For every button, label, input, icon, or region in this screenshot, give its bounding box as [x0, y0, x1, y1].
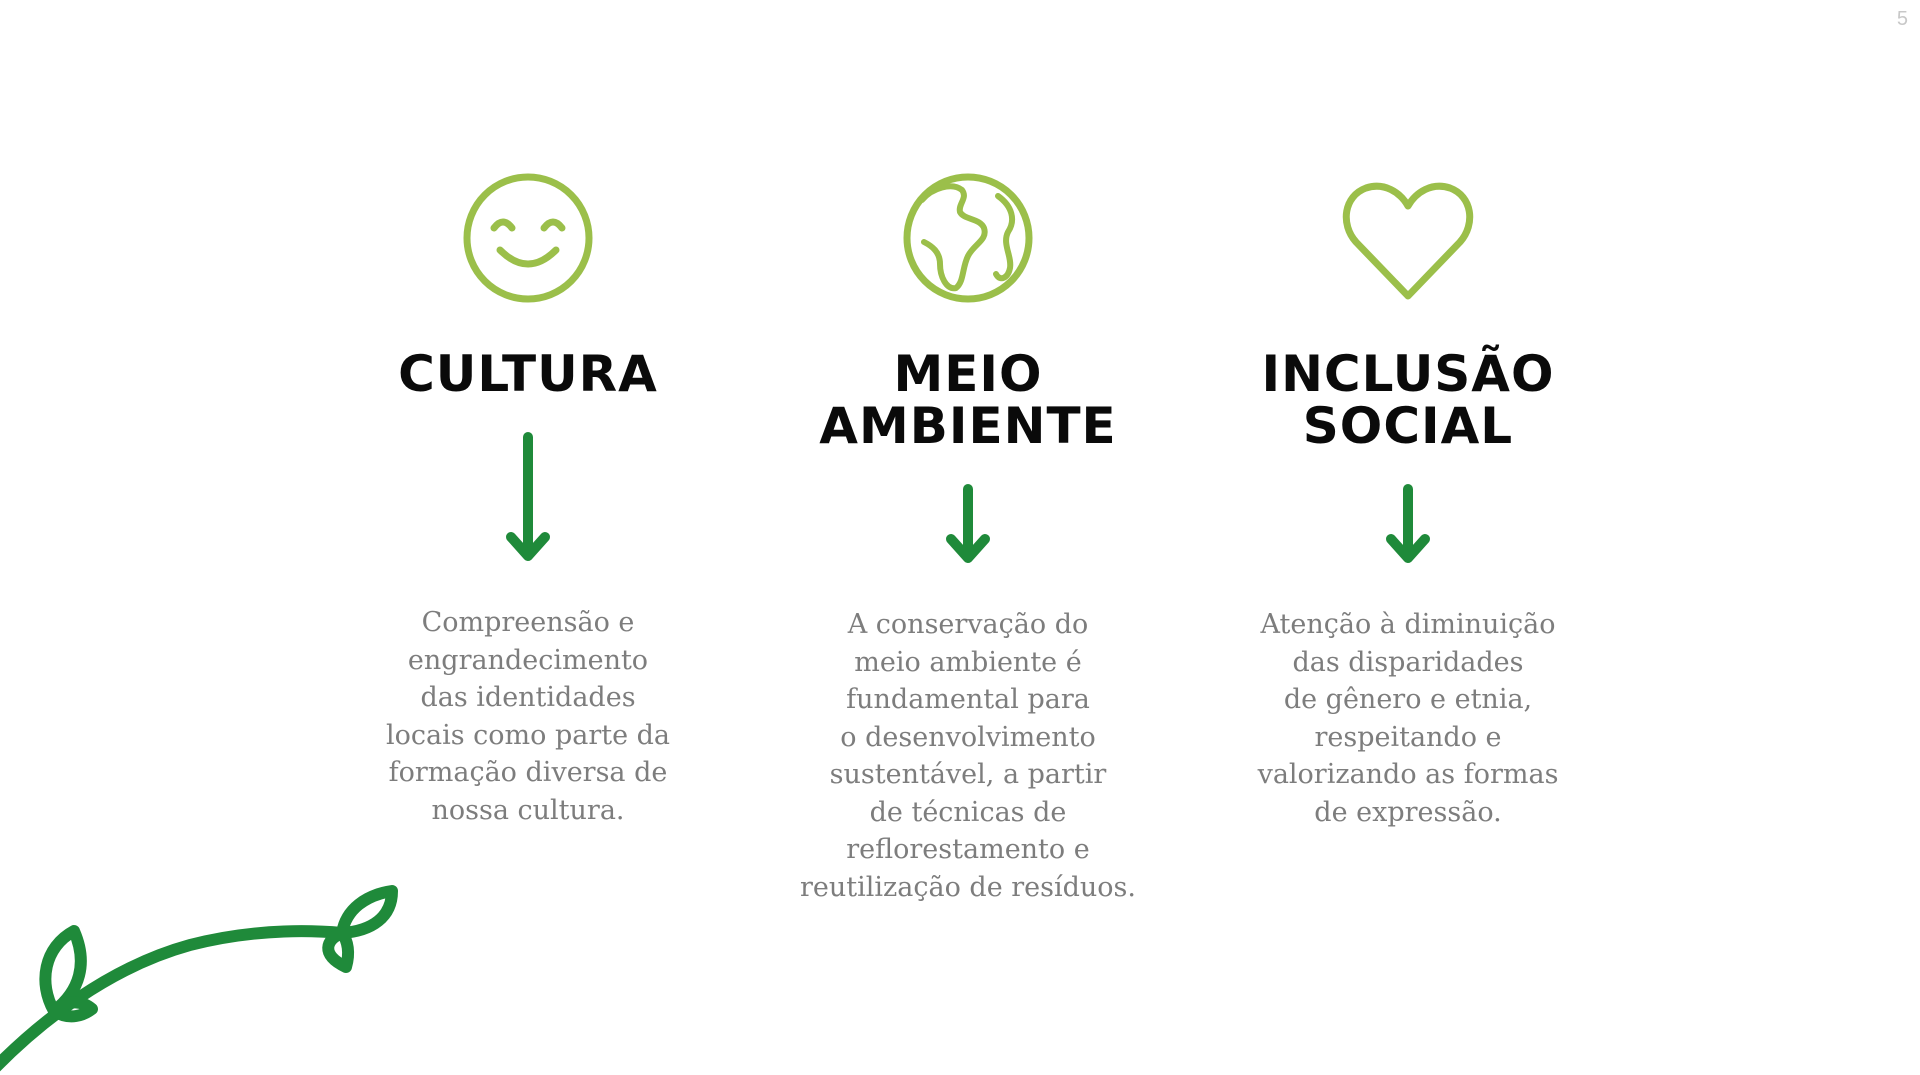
vine-decoration-icon: [0, 885, 398, 1072]
pillar-cultura: CULTURA Compreensão e engrandecimento da…: [308, 168, 748, 829]
pillar-title: MEIO AMBIENTE: [819, 345, 1117, 455]
arrow-down-icon: [504, 432, 552, 566]
pillar-description: A conservação do meio ambiente é fundame…: [800, 609, 1136, 903]
page-number: 5: [1896, 8, 1908, 30]
pillar-inclusao-social: INCLUSÃO SOCIAL Atenção à diminuição das…: [1188, 168, 1628, 831]
globe-icon: [898, 168, 1038, 308]
arrow-down-icon: [1384, 484, 1432, 568]
arrow-down-icon: [944, 484, 992, 568]
smiley-face-icon: [458, 168, 598, 308]
pillar-title: INCLUSÃO SOCIAL: [1261, 345, 1555, 455]
pillar-description: Atenção à diminuição das disparidades de…: [1257, 609, 1559, 828]
pillar-meio-ambiente: MEIO AMBIENTE A conservação do meio ambi…: [748, 168, 1188, 906]
pillar-title: CULTURA: [398, 345, 658, 403]
pillar-description: Compreensão e engrandecimento das identi…: [385, 607, 671, 826]
heart-icon: [1338, 168, 1478, 308]
